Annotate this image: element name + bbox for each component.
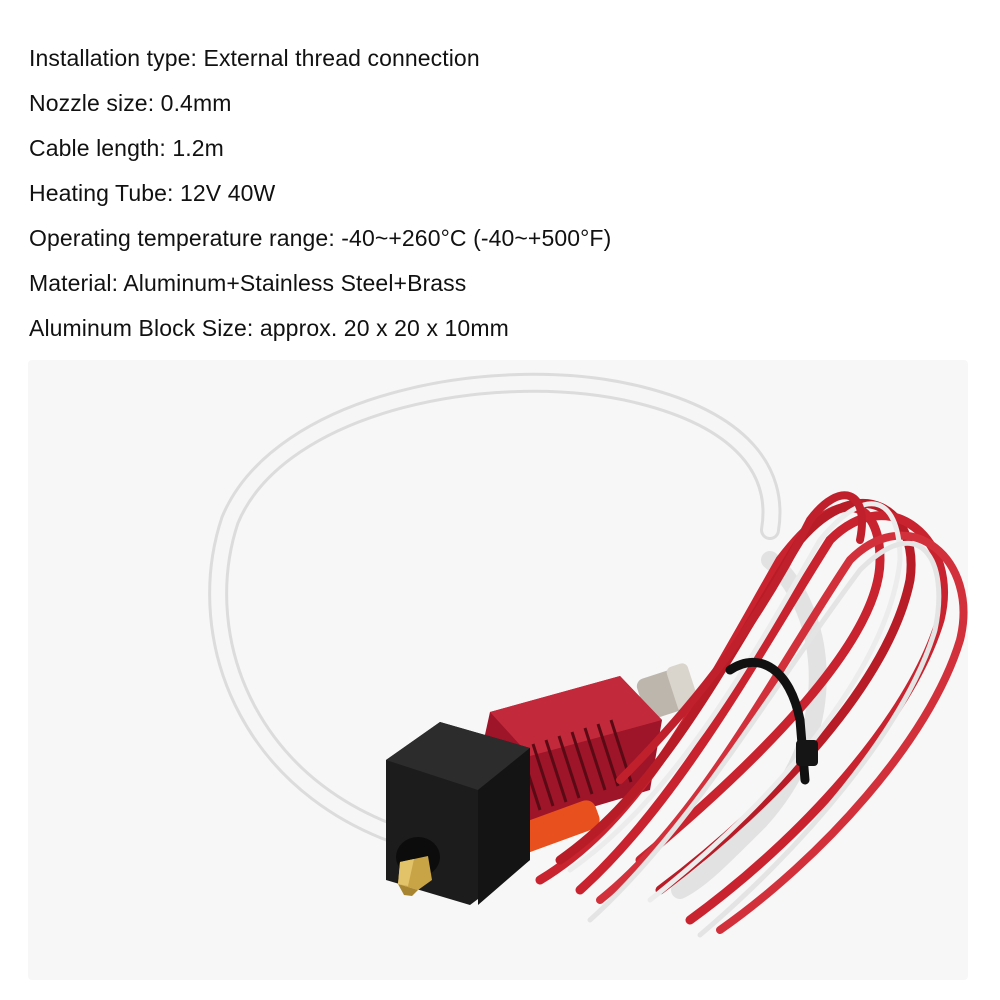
spec-nozzle-size: Nozzle size: 0.4mm <box>29 90 232 116</box>
spec-heating-tube: Heating Tube: 12V 40W <box>29 180 276 206</box>
spec-cable-length: Cable length: 1.2m <box>29 135 224 161</box>
silicone-sock <box>386 722 530 905</box>
spec-material: Material: Aluminum+Stainless Steel+Brass <box>29 270 467 296</box>
spec-operating-temperature: Operating temperature range: -40~+260°C … <box>29 225 612 251</box>
spec-list: Installation type: External thread conne… <box>29 36 611 351</box>
brass-nozzle <box>398 856 432 896</box>
cable-tie <box>725 657 818 785</box>
spec-block-size: Aluminum Block Size: approx. 20 x 20 x 1… <box>29 315 509 341</box>
spec-installation-type: Installation type: External thread conne… <box>29 45 480 71</box>
